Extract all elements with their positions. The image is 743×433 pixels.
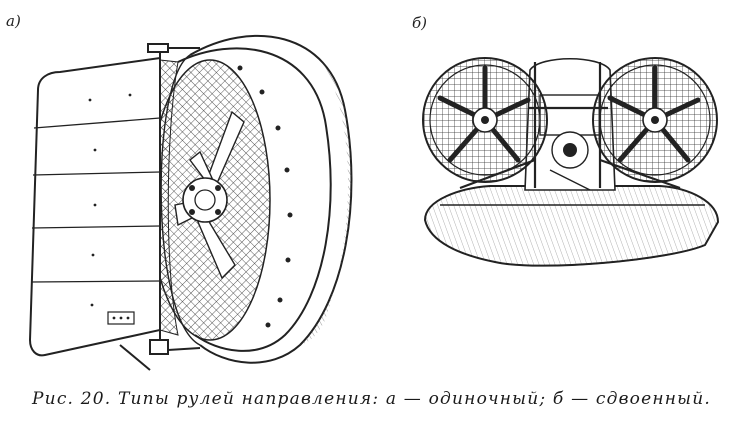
rudder-gap-mesh [159, 59, 179, 336]
twin-rudder-illustration [422, 57, 720, 267]
figure-caption: Рис. 20. Типы рулей направления: а — оди… [32, 389, 711, 409]
left-fan [422, 57, 548, 183]
single-rudder-illustration [28, 34, 353, 371]
panel-a-label: а) [6, 12, 21, 30]
twin-rudder-frame [459, 62, 681, 190]
right-fan [592, 57, 718, 183]
rudder-blade [28, 56, 161, 357]
panel-b-label: б) [412, 14, 428, 32]
fan-hub [182, 177, 228, 223]
